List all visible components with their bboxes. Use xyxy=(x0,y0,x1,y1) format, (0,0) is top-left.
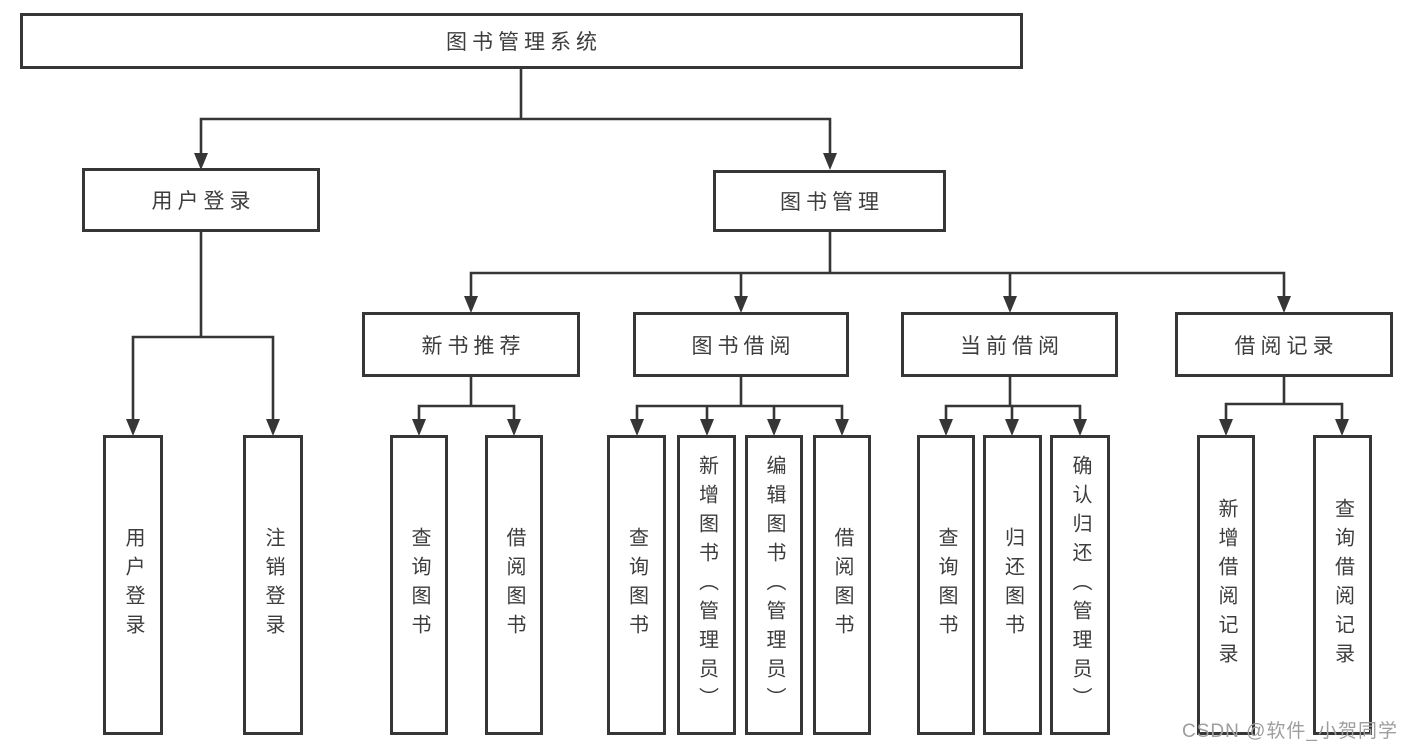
node-new-book-recommendation: 新书推荐 xyxy=(362,312,580,377)
node-borrowing-records: 借阅记录 xyxy=(1175,312,1393,377)
node-current-borrowing: 当前借阅 xyxy=(901,312,1118,377)
leaf-borrow-books-borrowing: 借阅图书 xyxy=(813,435,871,735)
leaf-return-books-label: 归还图书 xyxy=(1001,527,1024,643)
leaf-add-borrow-record: 新增借阅记录 xyxy=(1197,435,1255,735)
leaf-query-borrow-record-label: 查询借阅记录 xyxy=(1331,498,1354,672)
leaf-confirm-return-admin: 确认归还（管理员） xyxy=(1050,435,1110,735)
node-new-book-recommendation-label: 新书推荐 xyxy=(421,334,526,358)
leaf-query-borrow-record: 查询借阅记录 xyxy=(1313,435,1372,735)
leaf-add-books-admin: 新增图书（管理员） xyxy=(677,435,736,735)
leaf-return-books: 归还图书 xyxy=(983,435,1042,735)
leaf-query-books-current: 查询图书 xyxy=(917,435,975,735)
leaf-confirm-return-admin-label: 确认归还（管理员） xyxy=(1069,454,1091,716)
leaf-query-books-recommend: 查询图书 xyxy=(390,435,448,735)
watermark-text: CSDN @软件_小贺同学 xyxy=(1182,721,1398,742)
leaf-query-books-borrowing-label: 查询图书 xyxy=(625,527,648,643)
node-library-management-system-label: 图书管理系统 xyxy=(446,31,602,54)
leaf-query-books-recommend-label: 查询图书 xyxy=(408,527,430,643)
leaf-user-login-label: 用户登录 xyxy=(122,527,144,643)
leaf-edit-books-admin: 编辑图书（管理员） xyxy=(745,435,803,735)
node-book-borrowing-label: 图书借阅 xyxy=(691,334,796,358)
node-book-management-label: 图书管理 xyxy=(780,191,884,214)
leaf-edit-books-admin-label: 编辑图书（管理员） xyxy=(763,454,785,716)
node-current-borrowing-label: 当前借阅 xyxy=(960,334,1064,358)
leaf-borrow-books-recommend-label: 借阅图书 xyxy=(503,527,525,643)
leaf-logout-login-label: 注销登录 xyxy=(262,527,284,643)
leaf-query-books-borrowing: 查询图书 xyxy=(607,435,666,735)
node-book-management: 图书管理 xyxy=(713,170,946,232)
leaf-add-borrow-record-label: 新增借阅记录 xyxy=(1215,498,1237,672)
leaf-borrow-books-recommend: 借阅图书 xyxy=(485,435,543,735)
leaf-add-books-admin-label: 新增图书（管理员） xyxy=(695,454,718,716)
leaf-logout-login: 注销登录 xyxy=(243,435,303,735)
node-library-management-system: 图书管理系统 xyxy=(20,13,1023,69)
leaf-query-books-current-label: 查询图书 xyxy=(935,527,957,643)
node-borrowing-records-label: 借阅记录 xyxy=(1234,334,1339,358)
node-user-login-label: 用户登录 xyxy=(151,190,256,213)
node-user-login: 用户登录 xyxy=(82,168,320,232)
leaf-user-login: 用户登录 xyxy=(103,435,163,735)
node-book-borrowing: 图书借阅 xyxy=(633,312,849,377)
leaf-borrow-books-borrowing-label: 借阅图书 xyxy=(831,527,853,643)
